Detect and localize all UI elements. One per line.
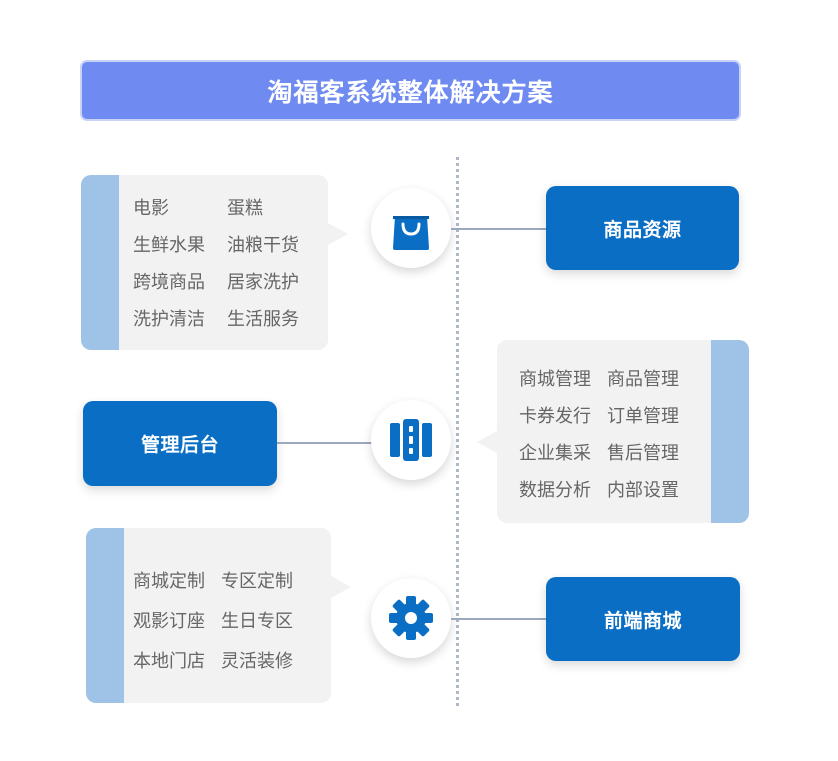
- list-item: 订单管理: [607, 406, 679, 427]
- list-item: 灵活装修: [221, 651, 293, 672]
- list-item: 数据分析: [519, 480, 591, 501]
- frontend-node: [371, 578, 451, 658]
- list-item: 商品管理: [607, 369, 679, 390]
- list-item: 生日专区: [221, 611, 293, 632]
- connector-line: [451, 228, 547, 230]
- list-item: 内部设置: [607, 480, 679, 501]
- list-item: 卡券发行: [519, 406, 591, 427]
- list-item: 生活服务: [227, 309, 299, 330]
- list-item: 电影: [133, 198, 169, 219]
- list-item: 企业集采: [519, 443, 591, 464]
- connector-line: [277, 442, 373, 444]
- product-resources-list: 电影 蛋糕 生鲜水果 油粮干货 跨境商品 居家洗护 洗护清洁 生活服务: [133, 190, 299, 338]
- list-item: 蛋糕: [227, 198, 263, 219]
- product-node: [371, 188, 451, 268]
- product-resources-card: 电影 蛋糕 生鲜水果 油粮干货 跨境商品 居家洗护 洗护清洁 生活服务: [81, 175, 348, 350]
- frontend-mall-card: 商城定制 专区定制 观影订座 生日专区 本地门店 灵活装修: [86, 528, 351, 703]
- frontend-mall-list: 商城定制 专区定制 观影订座 生日专区 本地门店 灵活装修: [133, 562, 293, 682]
- shopping-bag-icon: [389, 204, 433, 252]
- product-resources-button[interactable]: 商品资源: [546, 186, 739, 270]
- list-item: 观影订座: [133, 611, 205, 632]
- list-item: 洗护清洁: [133, 309, 205, 330]
- frontend-mall-button[interactable]: 前端商城: [546, 577, 740, 661]
- card-accent-strip: [711, 340, 749, 523]
- card-pointer: [328, 223, 348, 245]
- gear-icon: [387, 594, 435, 642]
- admin-node: [371, 400, 451, 480]
- list-item: 油粮干货: [227, 235, 299, 256]
- card-pointer: [331, 576, 351, 598]
- list-item: 跨境商品: [133, 272, 205, 293]
- connector-line: [451, 618, 547, 620]
- card-accent-strip: [81, 175, 119, 350]
- card-pointer: [477, 431, 497, 453]
- timeline-spine: [456, 157, 459, 706]
- list-item: 居家洗护: [227, 272, 299, 293]
- admin-backend-button[interactable]: 管理后台: [83, 401, 277, 486]
- server-panel-icon: [388, 417, 434, 463]
- list-item: 售后管理: [607, 443, 679, 464]
- page-title: 淘福客系统整体解决方案: [80, 60, 741, 121]
- list-item: 商城定制: [133, 571, 205, 592]
- list-item: 生鲜水果: [133, 235, 205, 256]
- list-item: 专区定制: [221, 571, 293, 592]
- list-item: 本地门店: [133, 651, 205, 672]
- admin-backend-card: 商城管理 商品管理 卡券发行 订单管理 企业集采 售后管理 数据分析 内部设置: [477, 340, 749, 523]
- list-item: 商城管理: [519, 369, 591, 390]
- admin-backend-list: 商城管理 商品管理 卡券发行 订单管理 企业集采 售后管理 数据分析 内部设置: [519, 361, 679, 509]
- card-accent-strip: [86, 528, 124, 703]
